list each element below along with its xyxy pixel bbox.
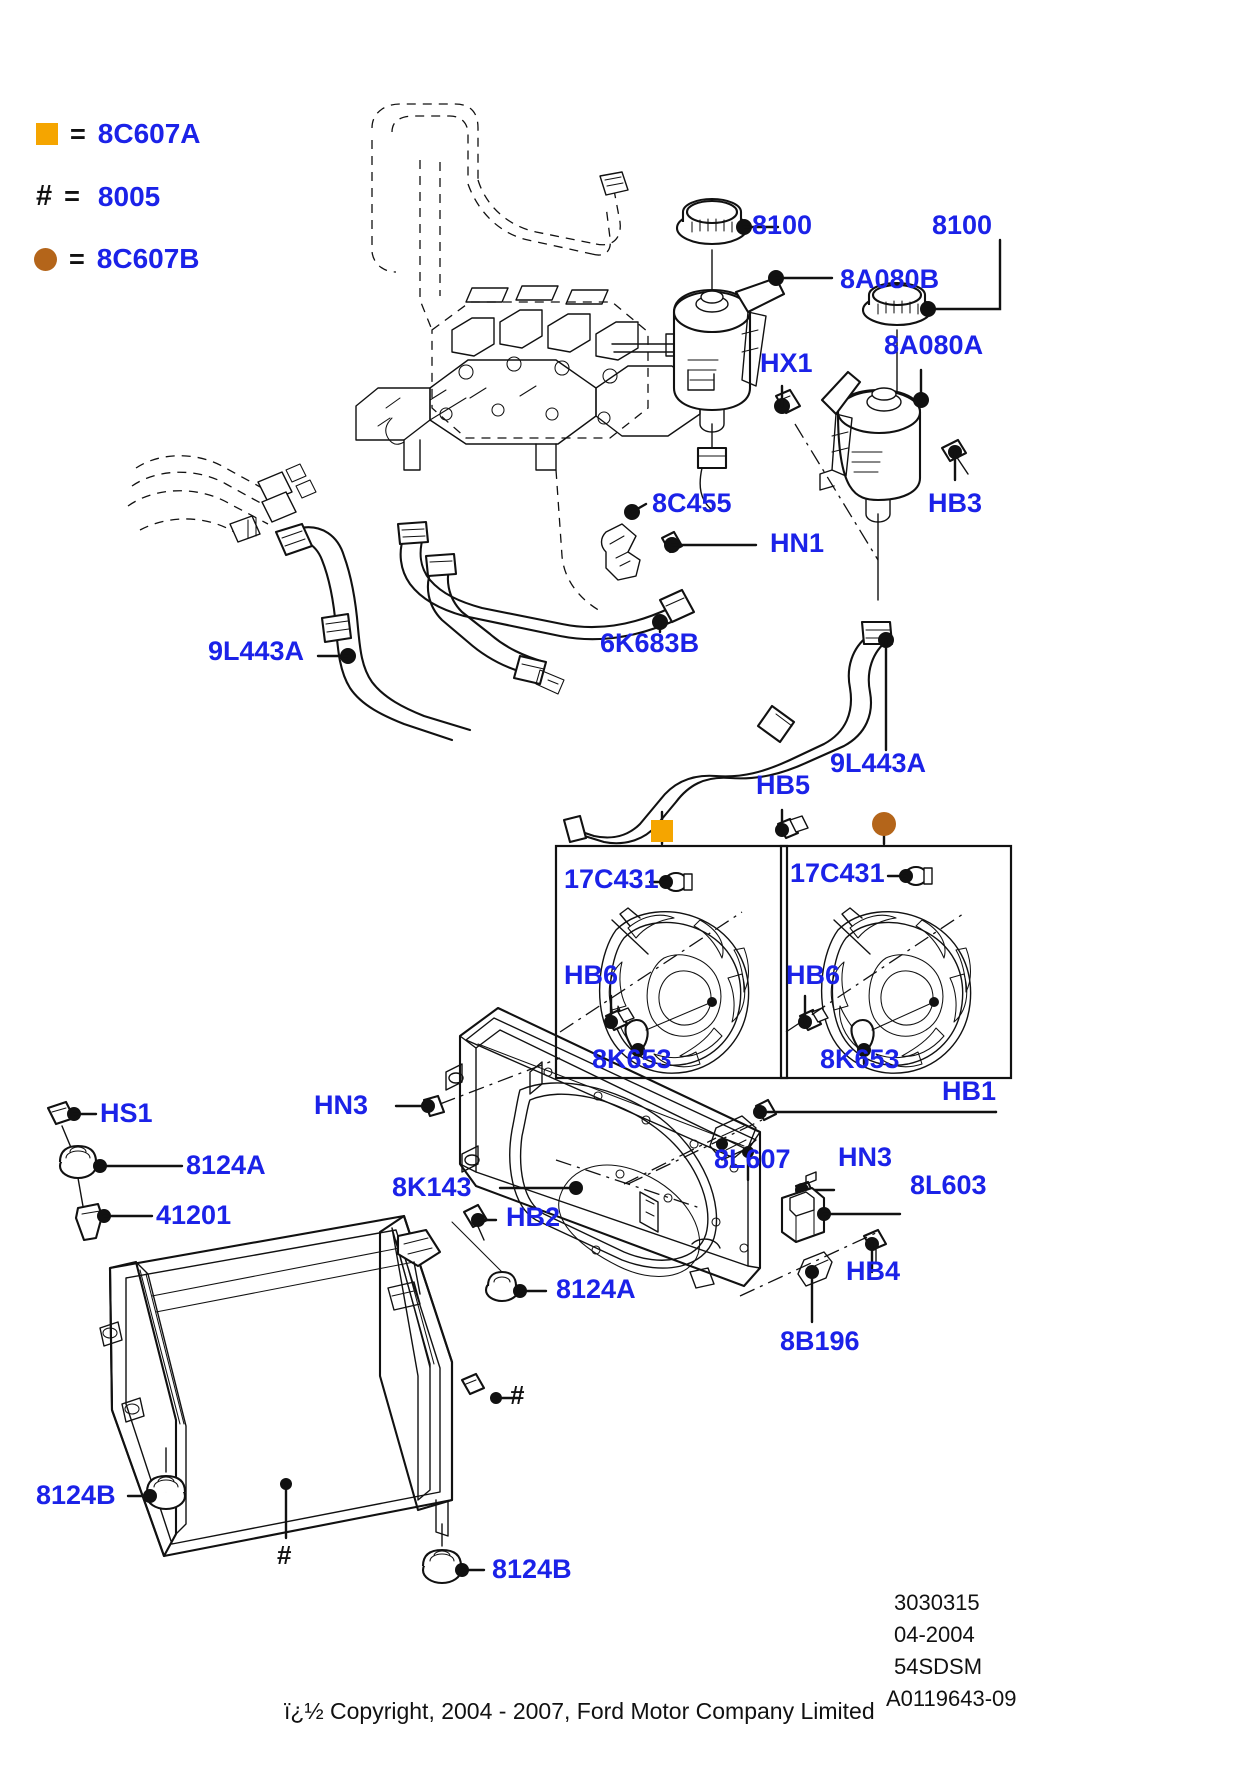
callout-HX1: HX1 xyxy=(760,348,813,378)
legend-row-8005: # = 8005 xyxy=(36,182,160,211)
radiator-assembly xyxy=(46,1100,520,1585)
circle-marker-fan-right xyxy=(872,812,896,836)
callout-8K143: 8K143 xyxy=(392,1172,472,1202)
circle-swatch-icon xyxy=(34,247,57,271)
callout-9L443A-left: 9L443A xyxy=(208,636,305,666)
callout-HB1: HB1 xyxy=(942,1076,997,1106)
legend-row-8C607B: = 8C607B xyxy=(34,245,200,273)
hash-symbol-icon: # xyxy=(36,180,53,212)
hash-marker-radiator-core: # xyxy=(277,1540,292,1570)
fan-shroud-8K143 xyxy=(394,1006,762,1289)
callout-8K653-right: 8K653 xyxy=(820,1044,900,1074)
callout-HB3: HB3 xyxy=(928,488,983,518)
legend-row-8C607A: = 8C607A xyxy=(36,120,201,148)
callout-8124A-top: 8124A xyxy=(186,1150,266,1180)
fasteners-lower xyxy=(462,1203,888,1324)
callout-8L607: 8L607 xyxy=(714,1144,791,1174)
callout-8100-right: 8100 xyxy=(932,210,993,240)
footer-date: 04-2004 xyxy=(894,1622,975,1647)
legend-equals-3: = xyxy=(69,243,85,274)
callout-HB4: HB4 xyxy=(846,1256,901,1286)
legend-equals-1: = xyxy=(70,118,86,149)
engine-block-ghost xyxy=(355,285,701,471)
footer-reference: A0119643-09 xyxy=(886,1686,1017,1711)
square-marker-fan-left xyxy=(651,820,673,842)
left-dashed-hoses xyxy=(127,455,317,543)
square-swatch-icon xyxy=(36,123,58,145)
callout-HN3-right: HN3 xyxy=(838,1142,893,1172)
callout-HN3-left: HN3 xyxy=(314,1090,369,1120)
callout-6K683B: 6K683B xyxy=(600,628,700,658)
legend-code-8C607A: 8C607A xyxy=(97,118,201,149)
bracket-8L607-and-sensor xyxy=(627,1098,998,1244)
callout-9L443A-right: 9L443A xyxy=(830,748,927,778)
hose-9L443A-left xyxy=(274,522,472,742)
detail-box-fan-left xyxy=(554,810,789,1080)
callout-8124B-bottom: 8124B xyxy=(492,1554,572,1584)
callout-HB6-right: HB6 xyxy=(786,960,841,990)
footer-code: 54SDSM xyxy=(894,1654,983,1679)
callout-8B196: 8B196 xyxy=(780,1326,860,1356)
reservoir-right-8C607B xyxy=(774,238,1002,601)
centre-dashed-hose xyxy=(424,469,603,695)
footer-copyright: ï¿½ Copyright, 2004 - 2007, Ford Motor C… xyxy=(284,1698,875,1724)
footer-drawing-number: 3030315 xyxy=(894,1590,980,1615)
callout-8A080A: 8A080A xyxy=(884,330,984,360)
callout-8C455: 8C455 xyxy=(652,488,732,518)
callout-8100-left: 8100 xyxy=(752,210,813,240)
bracket-8C455 xyxy=(600,502,758,581)
callout-41201: 41201 xyxy=(156,1200,232,1230)
callout-8124A-bottom: 8124A xyxy=(556,1274,636,1304)
reservoir-left-8C607A xyxy=(611,197,834,511)
callout-17C431-left: 17C431 xyxy=(564,864,659,894)
legend-equals-2: = xyxy=(64,181,80,211)
callout-8K653-left: 8K653 xyxy=(592,1044,672,1074)
callout-HB2: HB2 xyxy=(506,1202,561,1232)
upper-dashed-hose-bundle xyxy=(371,103,629,331)
detail-box-fan-right xyxy=(779,828,1013,1080)
callout-HN1: HN1 xyxy=(770,528,825,558)
callout-HB6-left: HB6 xyxy=(564,960,619,990)
callout-17C431-right: 17C431 xyxy=(790,858,885,888)
callout-8L603: 8L603 xyxy=(910,1170,987,1200)
callout-HB5: HB5 xyxy=(756,770,811,800)
hash-marker-radiator-right: # xyxy=(510,1380,525,1410)
hose-6K683B xyxy=(396,520,696,641)
callout-8A080B: 8A080B xyxy=(840,264,940,294)
callout-HS1: HS1 xyxy=(100,1098,153,1128)
legend-code-8C607B: 8C607B xyxy=(96,243,200,274)
legend-code-8005: 8005 xyxy=(97,180,161,212)
callout-8124B-left: 8124B xyxy=(36,1480,116,1510)
